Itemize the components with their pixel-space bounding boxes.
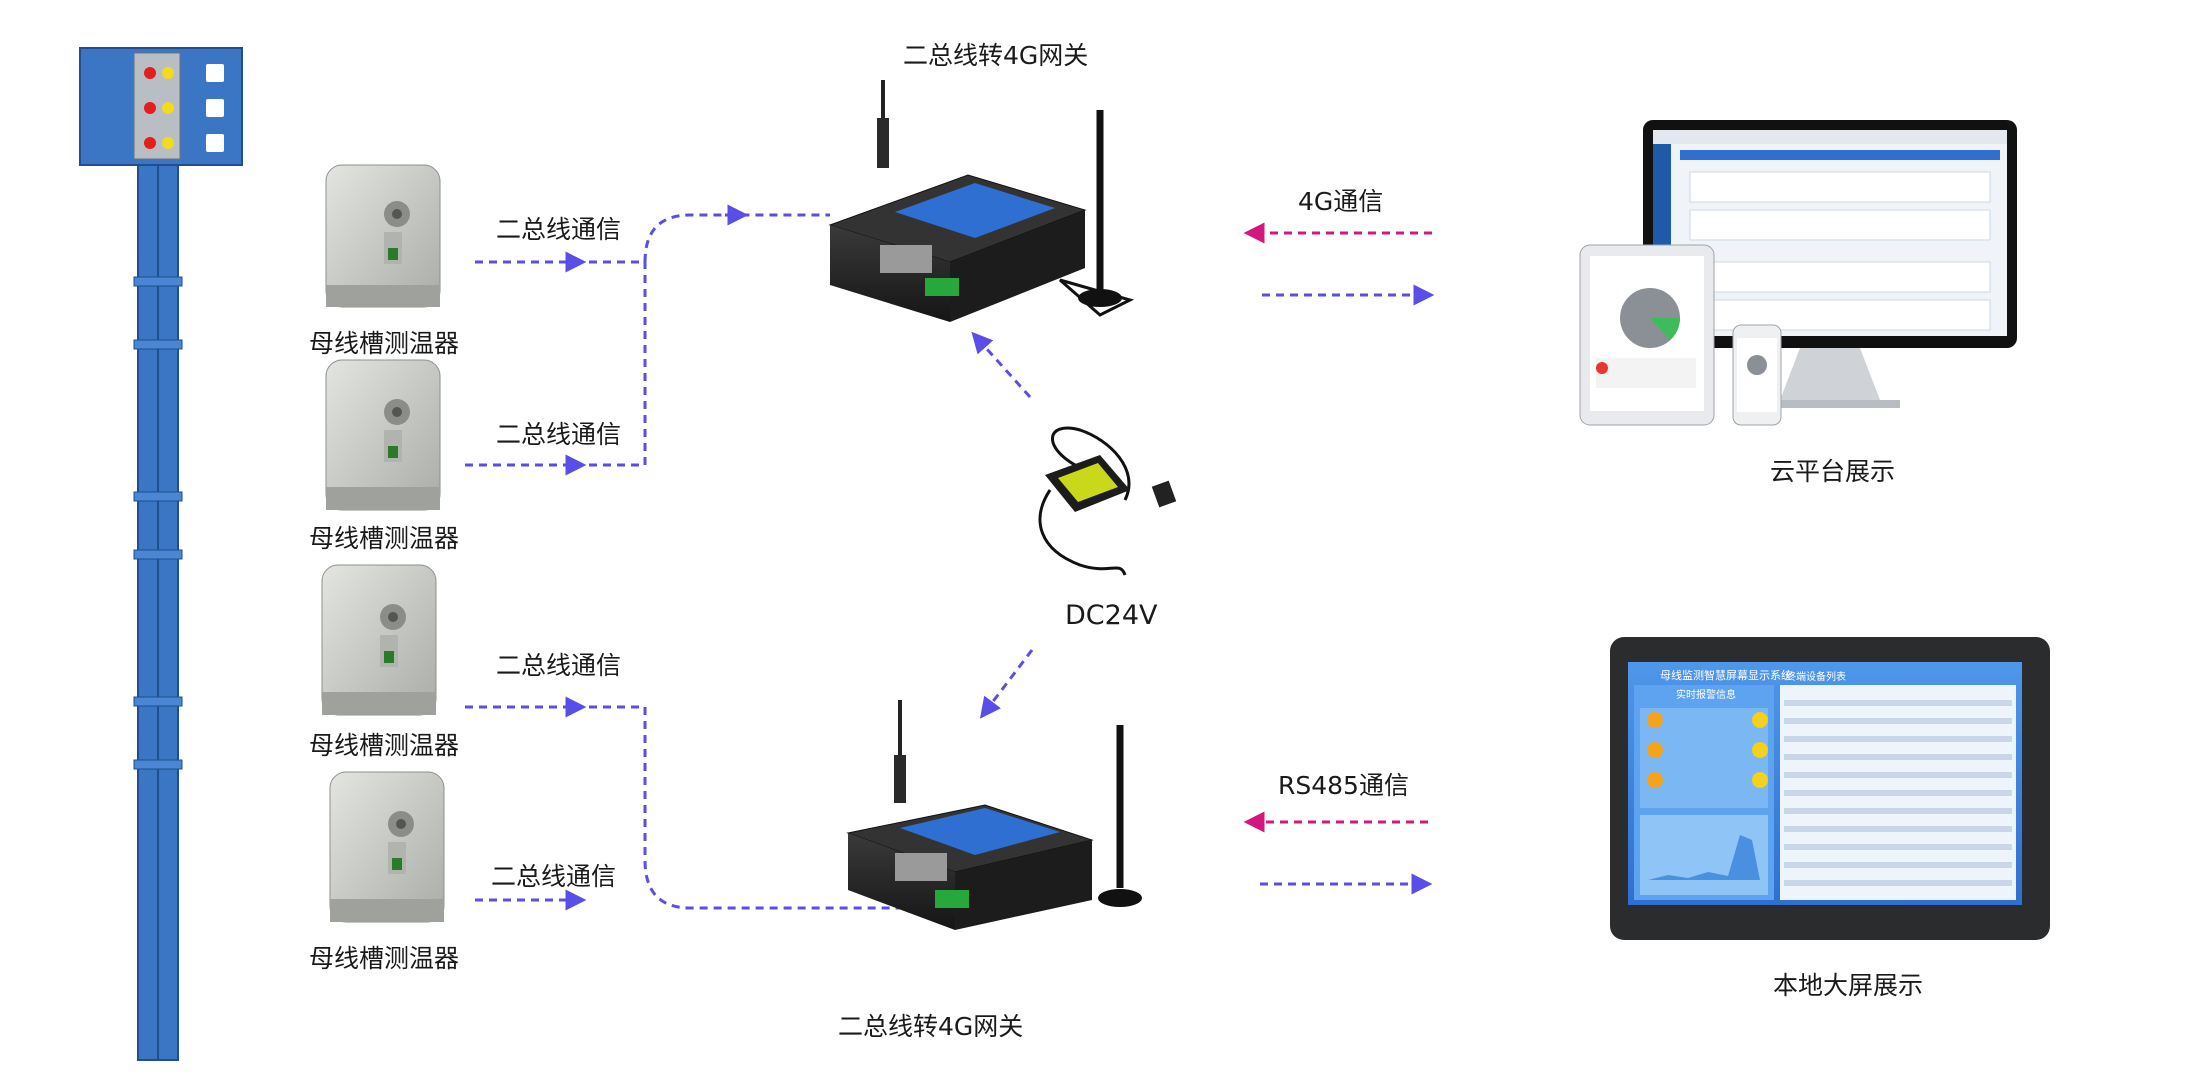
temperature-sensor-2 — [325, 359, 441, 511]
screen-title: 母线监测智慧屏幕显示系统 — [1660, 669, 1792, 682]
link-label-4: 二总线通信 — [491, 862, 617, 891]
bus-wiring — [465, 204, 1034, 911]
screen-alarm-title: 实时报警信息 — [1676, 690, 1736, 701]
sensor-label-4: 母线槽测温器 — [309, 944, 460, 973]
4g-gateway-top — [828, 80, 1135, 322]
temperature-sensor-4 — [329, 771, 445, 923]
link-label-3: 二总线通信 — [496, 651, 622, 680]
temperature-sensor-3 — [321, 564, 437, 716]
power-label: DC24V — [1065, 600, 1158, 631]
4g-gateway-bottom — [846, 700, 1142, 930]
gateway-bottom-title: 二总线转4G网关 — [838, 1012, 1024, 1041]
link-label-1: 二总线通信 — [496, 215, 622, 244]
sensor-label-3: 母线槽测温器 — [309, 731, 460, 760]
local-link-label: RS485通信 — [1278, 771, 1409, 800]
temperature-sensor-1 — [325, 164, 441, 308]
cloud-link-label: 4G通信 — [1298, 187, 1384, 216]
cloud-display — [1579, 120, 2017, 426]
cloud-label: 云平台展示 — [1770, 457, 1896, 486]
uplink-arrows — [1243, 222, 1435, 895]
sensor-label-2: 母线槽测温器 — [309, 524, 460, 553]
busbar-column — [79, 47, 243, 1061]
sensor-label-1: 母线槽测温器 — [309, 329, 460, 358]
power-adapter — [1038, 426, 1177, 576]
local-label: 本地大屏展示 — [1773, 971, 1924, 1000]
link-label-2: 二总线通信 — [496, 420, 622, 449]
gateway-top-title: 二总线转4G网关 — [903, 41, 1089, 70]
local-screen — [1610, 637, 2050, 940]
screen-list-title: 终端设备列表 — [1786, 672, 1846, 683]
